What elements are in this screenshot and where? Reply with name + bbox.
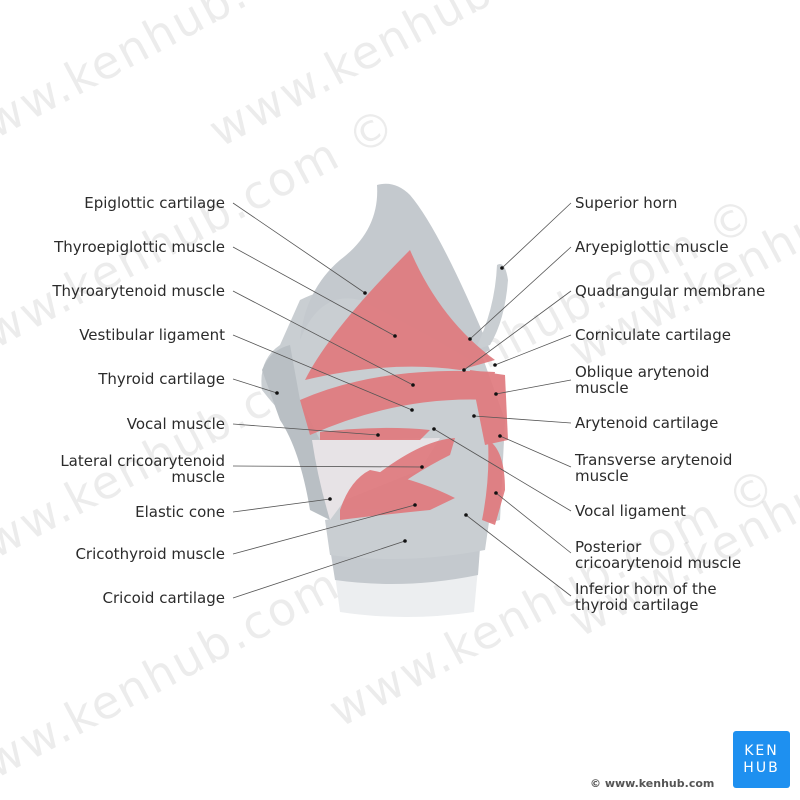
leader-line-transverse-arytenoid-muscle (499, 435, 572, 468)
label-line: Superior horn (575, 194, 678, 212)
copyright-text: © www.kenhub.com (590, 777, 715, 790)
logo-line1: KEN (744, 742, 779, 759)
leader-line-superior-horn (501, 202, 572, 269)
pointer-dot-posterior-cricoarytenoid-muscle (494, 491, 498, 495)
label-corniculate-cartilage: Corniculate cartilage (575, 327, 731, 343)
pointer-dot-epiglottic-cartilage (363, 291, 367, 295)
leader-line-posterior-cricoarytenoid-muscle (495, 492, 572, 554)
leader-line-aryepiglottic-muscle (469, 246, 572, 340)
label-vocal-ligament: Vocal ligament (575, 503, 686, 519)
label-line: Arytenoid cartilage (575, 414, 719, 432)
label-thyroepiglottic-muscle: Thyroepiglottic muscle (54, 239, 225, 255)
leader-line-lateral-cricoarytenoid-muscle (232, 465, 423, 468)
pointer-dot-transverse-arytenoid-muscle (498, 434, 502, 438)
label-vestibular-ligament: Vestibular ligament (79, 327, 225, 343)
label-line: muscle (575, 379, 629, 397)
label-line: thyroid cartilage (575, 596, 699, 614)
label-vocal-muscle: Vocal muscle (127, 416, 225, 432)
label-line: Quadrangular membrane (575, 282, 766, 300)
label-line: Thyroid cartilage (98, 370, 225, 388)
leader-line-thyroarytenoid-muscle (232, 290, 414, 386)
label-line: Cricothyroid muscle (75, 545, 225, 563)
leader-line-cricothyroid-muscle (232, 504, 416, 555)
leader-line-quadrangular-membrane (463, 290, 572, 371)
pointer-dot-vocal-ligament (432, 427, 436, 431)
label-line: Corniculate cartilage (575, 326, 731, 344)
label-epiglottic-cartilage: Epiglottic cartilage (84, 195, 225, 211)
pointer-dot-thyroid-cartilage (275, 391, 279, 395)
pointer-dot-arytenoid-cartilage (472, 414, 476, 418)
kenhub-logo[interactable]: KEN HUB (733, 731, 790, 788)
label-thyroid-cartilage: Thyroid cartilage (98, 371, 225, 387)
pointer-dot-vocal-muscle (376, 433, 380, 437)
label-line: Lateral cricoarytenoid (60, 452, 225, 470)
label-line: Aryepiglottic muscle (575, 238, 729, 256)
label-line: Vestibular ligament (79, 326, 225, 344)
label-line: Oblique arytenoid (575, 363, 710, 381)
label-aryepiglottic-muscle: Aryepiglottic muscle (575, 239, 729, 255)
label-thyroarytenoid-muscle: Thyroarytenoid muscle (52, 283, 225, 299)
label-line: Vocal muscle (126, 415, 225, 433)
label-line: Transverse arytenoid (575, 451, 733, 469)
label-cricoid-cartilage: Cricoid cartilage (103, 590, 225, 606)
pointer-dot-thyroepiglottic-muscle (393, 334, 397, 338)
leader-line-inferior-horn-of-the-thyroid-cartilage (465, 514, 572, 597)
pointer-dot-cricothyroid-muscle (413, 503, 417, 507)
label-line: Posterior (575, 538, 642, 556)
label-quadrangular-membrane: Quadrangular membrane (575, 283, 765, 299)
leader-lines (232, 202, 572, 599)
label-line: muscle (575, 467, 629, 485)
pointer-dot-superior-horn (500, 266, 504, 270)
label-arytenoid-cartilage: Arytenoid cartilage (575, 415, 718, 431)
pointer-dot-lateral-cricoarytenoid-muscle (420, 465, 424, 469)
leader-line-cricoid-cartilage (232, 540, 406, 599)
leader-line-vocal-ligament (433, 428, 572, 512)
pointer-dot-vestibular-ligament (410, 408, 414, 412)
label-line: Elastic cone (135, 503, 225, 521)
leader-line-elastic-cone (232, 498, 331, 513)
label-line: Cricoid cartilage (102, 589, 225, 607)
label-line: Thyroepiglottic muscle (54, 238, 225, 256)
label-superior-horn: Superior horn (575, 195, 677, 211)
pointer-dot-elastic-cone (328, 497, 332, 501)
pointer-dot-quadrangular-membrane (462, 368, 466, 372)
pointer-dot-inferior-horn-of-the-thyroid-cartilage (464, 513, 468, 517)
logo-line2: HUB (743, 759, 780, 776)
leader-line-vestibular-ligament (232, 334, 413, 411)
leader-line-arytenoid-cartilage (473, 415, 572, 424)
label-line: Inferior horn of the (575, 580, 717, 598)
muscles (300, 250, 508, 525)
leader-line-vocal-muscle (232, 423, 379, 436)
leader-line-thyroepiglottic-muscle (232, 246, 396, 337)
leader-line-thyroid-cartilage (232, 378, 278, 394)
label-elastic-cone: Elastic cone (135, 504, 225, 520)
label-line: cricoarytenoid muscle (575, 554, 742, 572)
leader-line-corniculate-cartilage (494, 334, 572, 366)
pointer-dot-aryepiglottic-muscle (468, 337, 472, 341)
leader-line-epiglottic-cartilage (232, 202, 366, 294)
pointer-dot-corniculate-cartilage (493, 363, 497, 367)
label-line: muscle (171, 468, 225, 486)
label-cricothyroid-muscle: Cricothyroid muscle (75, 546, 225, 562)
pointer-dot-cricoid-cartilage (403, 539, 407, 543)
pointer-dot-thyroarytenoid-muscle (411, 383, 415, 387)
label-line: Thyroarytenoid muscle (52, 282, 225, 300)
pointer-dot-oblique-arytenoid-muscle (494, 392, 498, 396)
leader-line-oblique-arytenoid-muscle (495, 379, 572, 395)
label-line: Vocal ligament (575, 502, 686, 520)
label-line: Epiglottic cartilage (84, 194, 225, 212)
